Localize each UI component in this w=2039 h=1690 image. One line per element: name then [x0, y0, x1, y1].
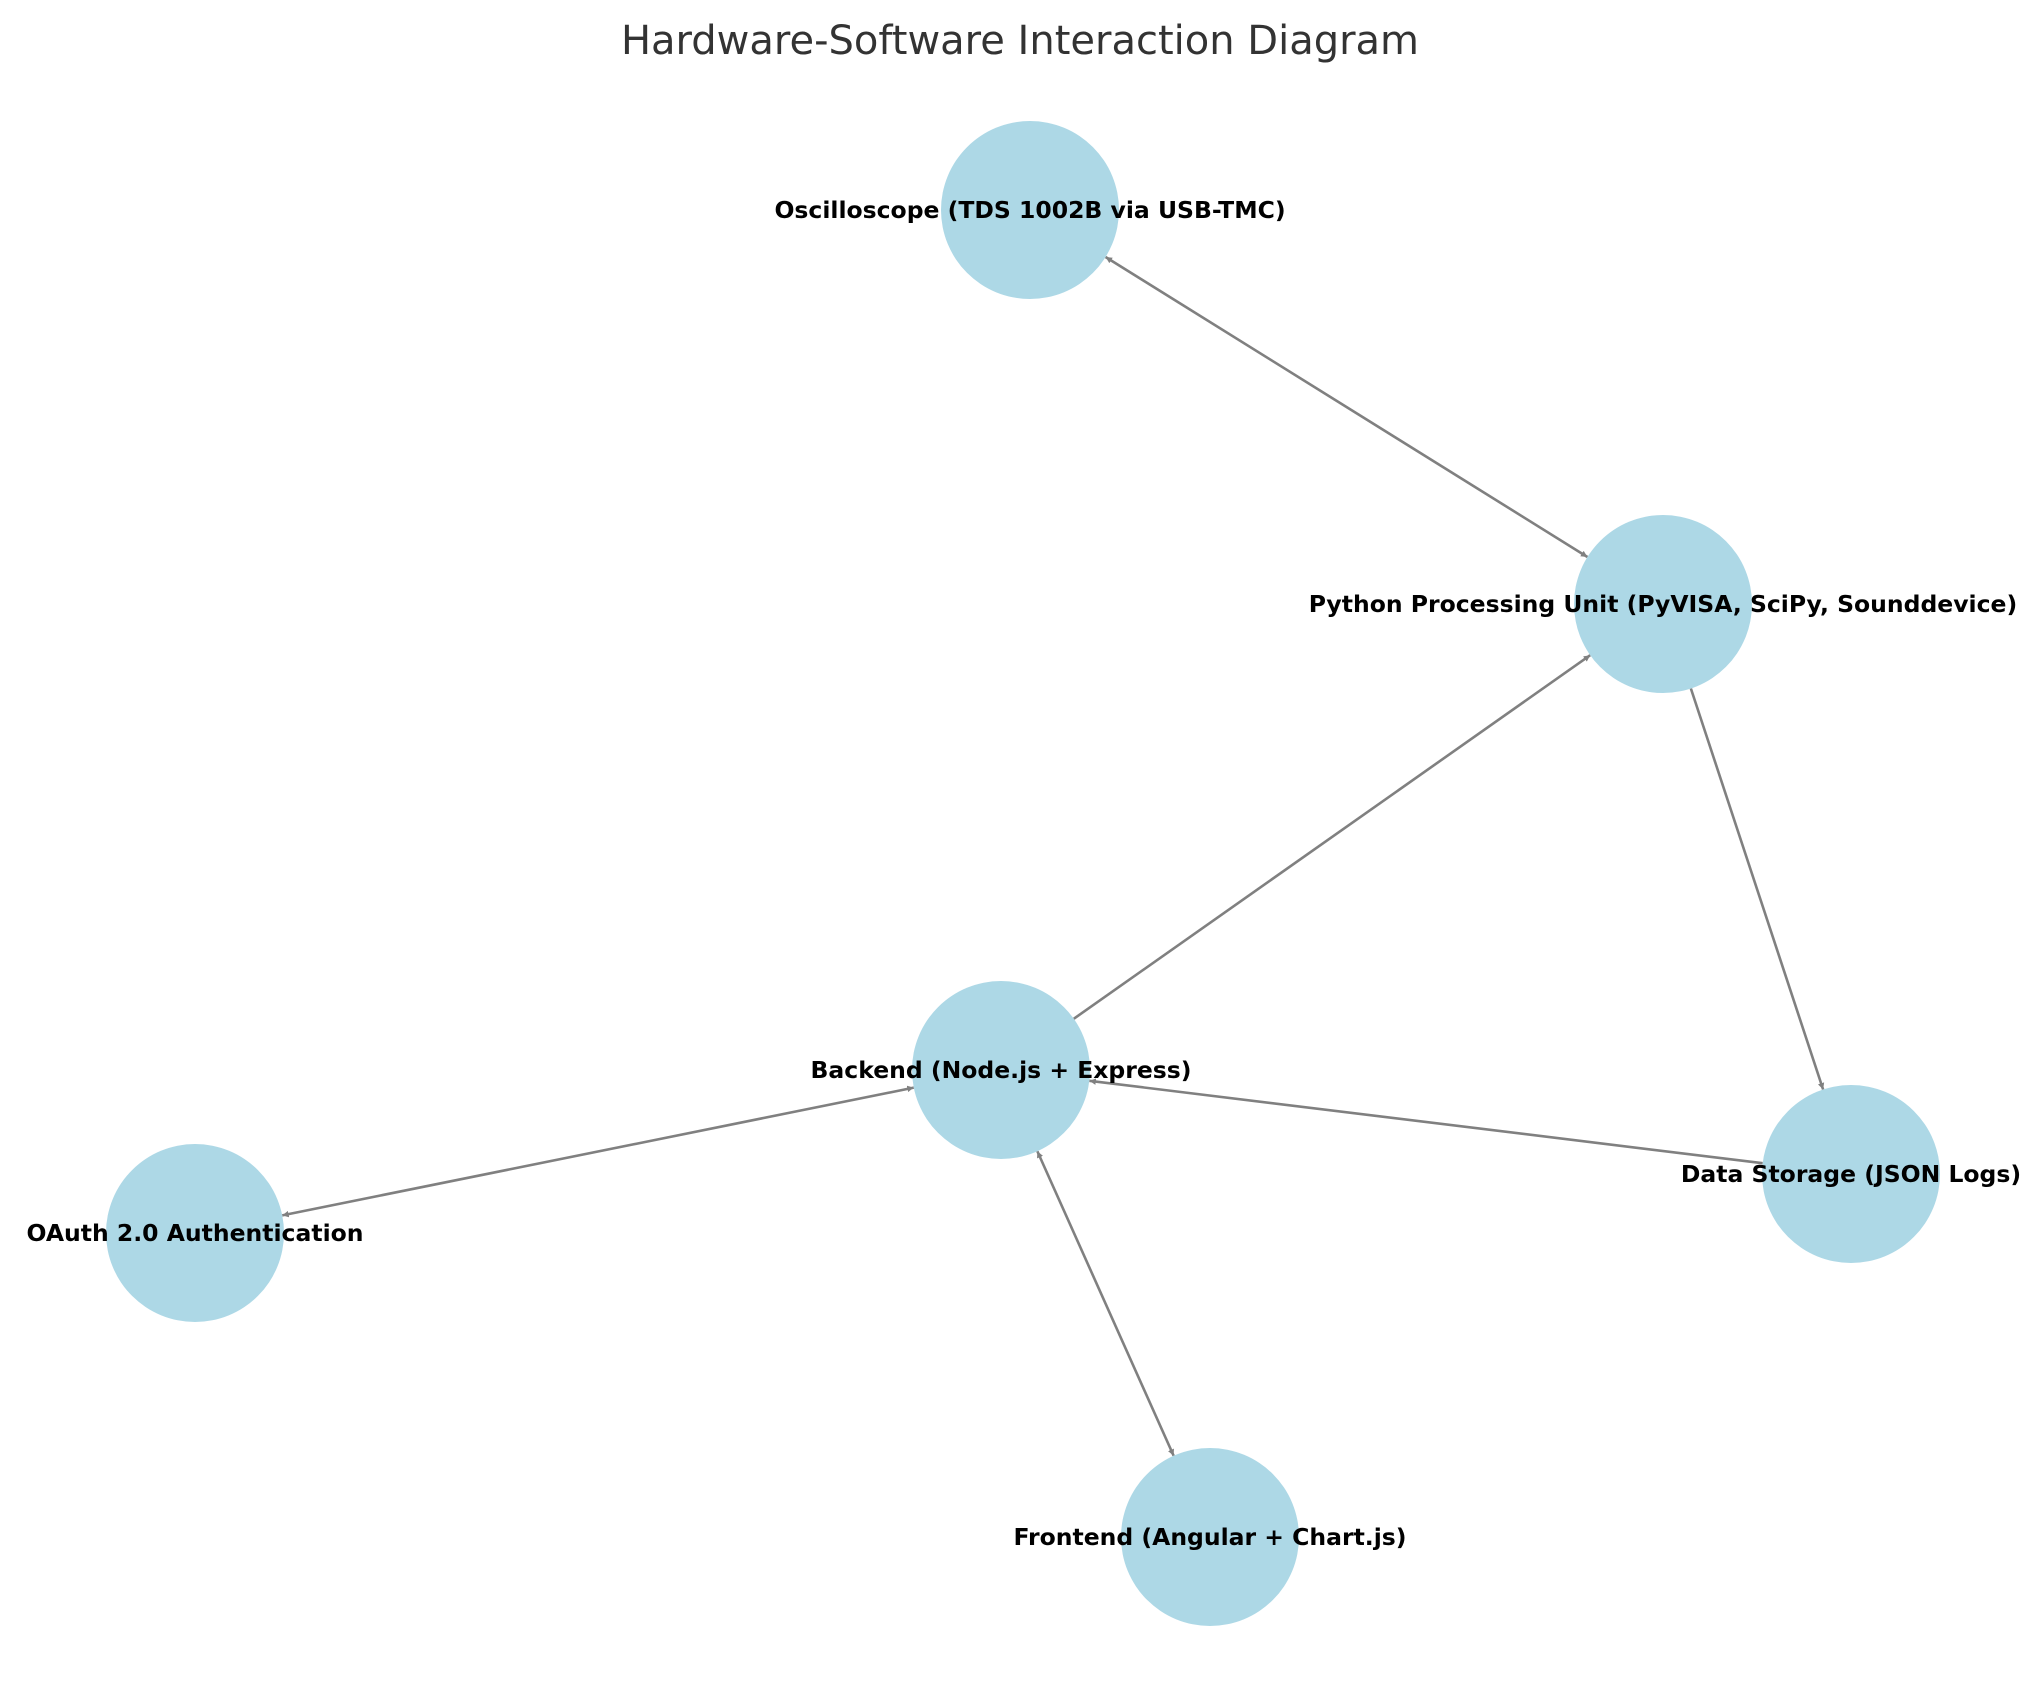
node-storage — [1762, 1085, 1940, 1263]
node-label-oauth: OAuth 2.0 Authentication — [26, 1219, 363, 1247]
node-label-storage: Data Storage (JSON Logs) — [1681, 1160, 2021, 1188]
nodes-layer — [106, 121, 1940, 1626]
node-label-oscilloscope: Oscilloscope (TDS 1002B via USB-TMC) — [774, 196, 1285, 224]
edge-storage-backend — [1089, 1078, 1763, 1165]
diagram-title: Hardware-Software Interaction Diagram — [621, 18, 1419, 64]
node-oscilloscope — [941, 121, 1119, 299]
labels-layer: Oscilloscope (TDS 1002B via USB-TMC) Pyth… — [26, 196, 2021, 1551]
edges-layer — [281, 255, 1825, 1457]
node-label-python: Python Processing Unit (PyVISA, SciPy, S… — [1309, 590, 2017, 618]
edge-oscilloscope-python — [1104, 255, 1589, 559]
node-python — [1574, 515, 1752, 693]
node-frontend — [1121, 1448, 1299, 1626]
edge-backend-python — [1073, 654, 1591, 1020]
node-oauth — [106, 1144, 284, 1322]
edge-backend-oauth — [281, 1085, 915, 1218]
edge-backend-frontend — [1036, 1150, 1175, 1457]
edge-python-storage — [1689, 688, 1825, 1090]
node-label-backend: Backend (Node.js + Express) — [811, 1056, 1192, 1084]
node-label-frontend: Frontend (Angular + Chart.js) — [1013, 1523, 1406, 1551]
node-backend — [912, 981, 1090, 1159]
